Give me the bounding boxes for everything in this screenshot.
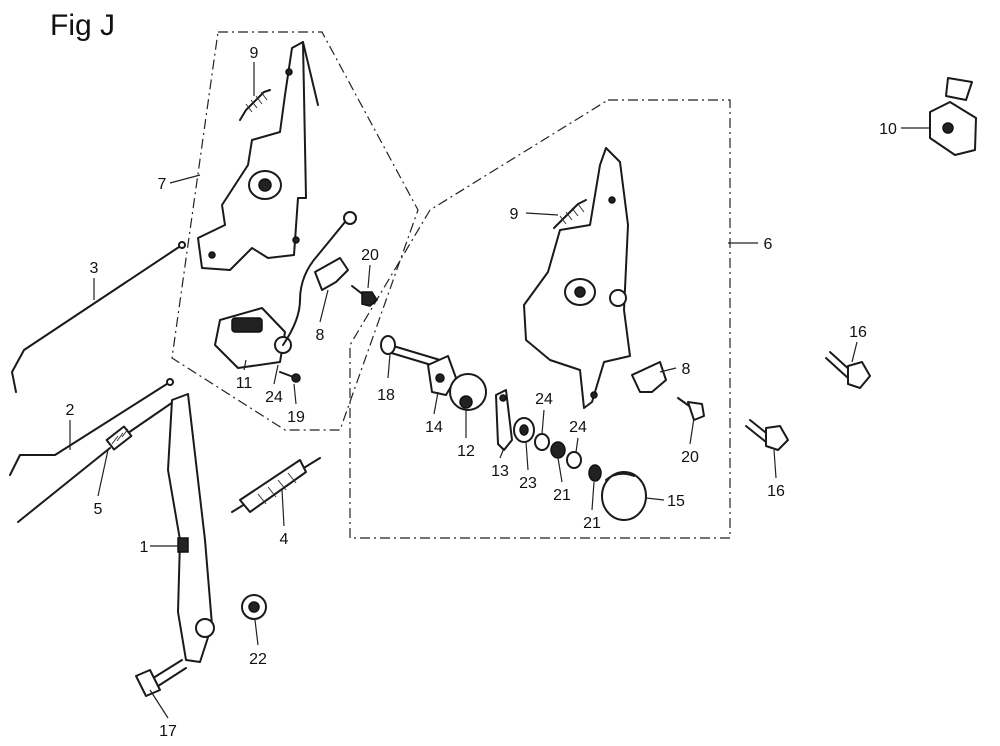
bolt-20-upper [351, 285, 378, 307]
nut-21-b [588, 464, 602, 482]
callout-13: 13 [491, 463, 509, 480]
control-bracket-6 [523, 147, 631, 409]
callout-1: 1 [140, 539, 149, 556]
callout-18: 18 [377, 387, 395, 404]
return-spring-9-upper [239, 89, 271, 121]
callout-8-lower: 8 [682, 361, 691, 378]
bolt-16-lower [745, 419, 789, 451]
callout-15: 15 [667, 493, 685, 510]
governor-rod-3 [11, 241, 186, 393]
bolt-20-lower [677, 397, 705, 421]
callout-16-upper: 16 [849, 324, 867, 341]
callout-16-lower: 16 [767, 483, 785, 500]
callout-7: 7 [158, 176, 167, 193]
bracket-10 [929, 77, 977, 156]
return-spring-9-lower [553, 199, 587, 229]
gear-12 [449, 373, 487, 411]
spring-4 [231, 457, 321, 513]
callout-11: 11 [236, 375, 253, 392]
governor-arm-1 [167, 393, 215, 663]
callout-14: 14 [425, 419, 443, 436]
assembly-6-outline [349, 99, 731, 539]
callout-20-upper: 20 [361, 247, 379, 264]
knob-15 [601, 471, 647, 521]
callout-24-right: 24 [569, 419, 587, 436]
callout-12: 12 [457, 443, 475, 460]
callout-9-lower: 9 [510, 206, 519, 223]
callout-19: 19 [287, 409, 305, 426]
callout-10: 10 [879, 121, 897, 138]
callout-22: 22 [249, 651, 267, 668]
callout-24-mid: 24 [535, 391, 553, 408]
callout-20-lower: 20 [681, 449, 699, 466]
figure-title: Fig J [50, 9, 115, 42]
callout-21-right: 21 [583, 515, 601, 532]
bolt-16-upper [825, 351, 871, 389]
cable-clamp-8-upper [314, 257, 349, 291]
nut-22 [241, 594, 267, 620]
callout-9-upper: 9 [250, 45, 259, 62]
callouts: 9 7 3 2 5 1 4 17 22 20 8 11 24 19 9 6 10… [66, 45, 897, 740]
washer-24-b [566, 451, 582, 469]
screw-19 [279, 371, 301, 383]
bolt-17 [135, 659, 187, 697]
stop-switch-11 [214, 211, 357, 369]
throttle-rod-2 [9, 378, 174, 476]
callout-23: 23 [519, 475, 537, 492]
link-13 [495, 389, 513, 451]
callout-5: 5 [94, 501, 103, 518]
control-bracket-7 [197, 41, 319, 271]
callout-2: 2 [66, 402, 75, 419]
leader-lines [69, 62, 930, 719]
rod-spring-5 [17, 399, 177, 523]
bolt-18 [380, 335, 441, 368]
callout-24-upper: 24 [265, 389, 283, 406]
nut-21-a [550, 441, 566, 459]
callout-21-left: 21 [553, 487, 571, 504]
callout-6: 6 [764, 236, 773, 253]
assembly-7-outline [171, 31, 419, 431]
washer-23 [513, 417, 535, 443]
callout-8-upper: 8 [316, 327, 325, 344]
callout-3: 3 [90, 260, 99, 277]
washer-24-a [534, 433, 550, 451]
cable-clamp-8-lower [631, 361, 667, 393]
callout-17: 17 [159, 723, 177, 740]
callout-4: 4 [280, 531, 289, 548]
